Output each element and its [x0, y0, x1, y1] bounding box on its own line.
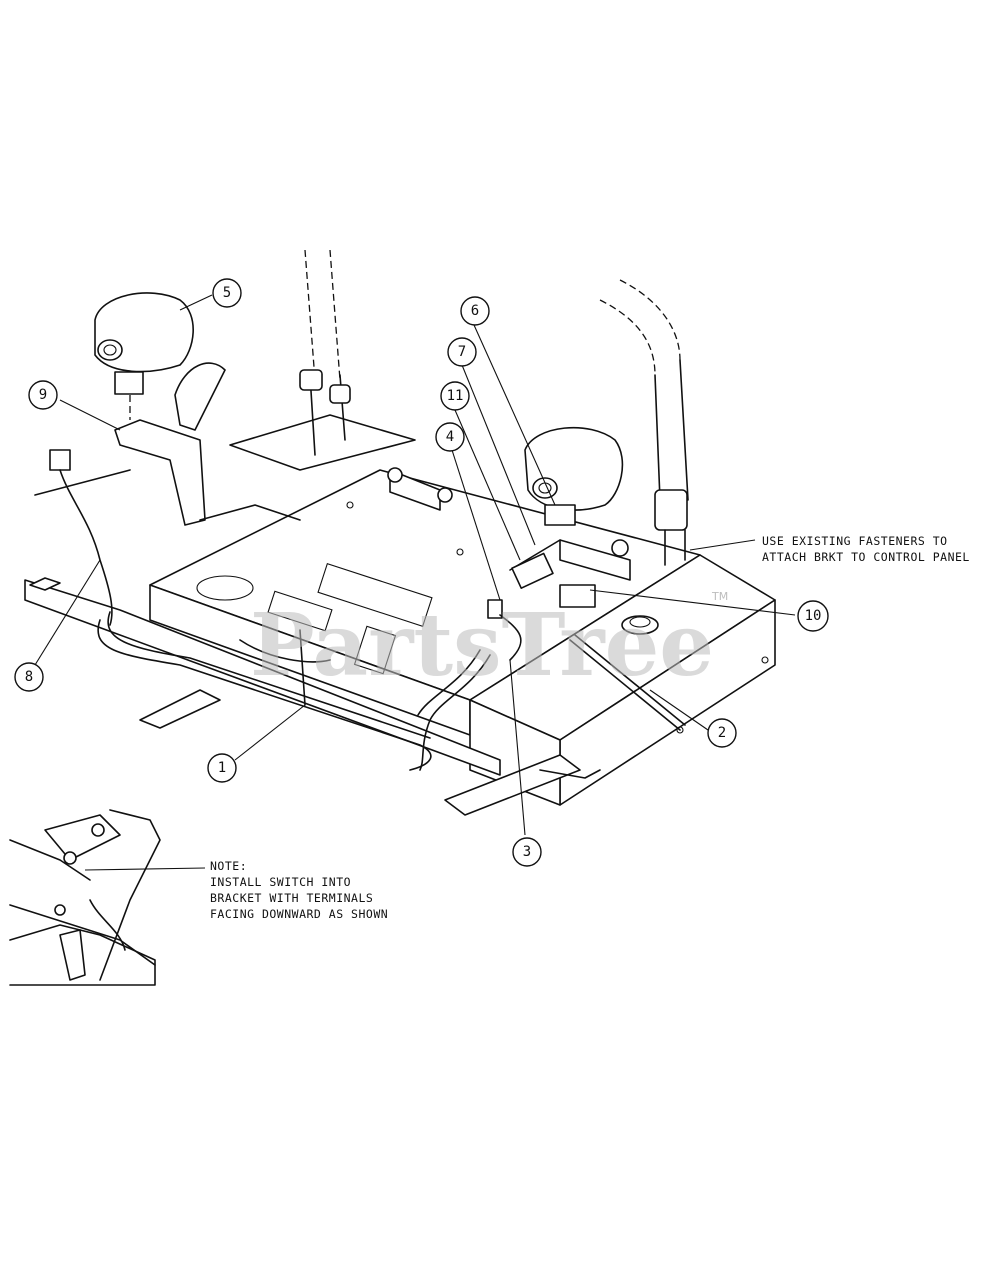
right-light-drawing — [524, 426, 624, 526]
watermark-trademark: TM — [711, 590, 728, 603]
fastener-note-line-2: ATTACH BRKT TO CONTROL PANEL — [762, 550, 970, 564]
callout-7-label: 7 — [458, 344, 466, 360]
harness-drawing — [34, 449, 686, 771]
callout-8[interactable]: 8 — [14, 662, 44, 692]
callout-5[interactable]: 5 — [212, 278, 242, 308]
leader-lines — [34, 294, 796, 871]
switch-note-line-1: NOTE: — [210, 859, 247, 873]
switch-note: NOTE: INSTALL SWITCH INTO BRACKET WITH T… — [210, 859, 388, 921]
switch-detail-inset — [9, 809, 161, 986]
watermark-text: PartsTree — [250, 595, 714, 696]
callout-3[interactable]: 3 — [512, 837, 542, 867]
left-light-drawing — [94, 292, 301, 526]
callout-8-label: 8 — [25, 669, 33, 685]
switch-note-line-3: BRACKET WITH TERMINALS — [210, 891, 373, 905]
callout-10-label: 10 — [805, 608, 822, 624]
callout-7[interactable]: 7 — [447, 337, 477, 367]
callout-10[interactable]: 10 — [797, 600, 829, 632]
callout-5-label: 5 — [223, 285, 231, 301]
callout-9[interactable]: 9 — [28, 380, 58, 410]
fastener-note: USE EXISTING FASTENERS TO ATTACH BRKT TO… — [762, 534, 970, 564]
callout-11[interactable]: 11 — [440, 381, 470, 411]
callout-3-label: 3 — [523, 844, 531, 860]
switch-note-line-4: FACING DOWNWARD AS SHOWN — [210, 907, 388, 921]
rops-drawing — [299, 249, 689, 581]
callout-6[interactable]: 6 — [460, 296, 490, 326]
callout-1[interactable]: 1 — [207, 753, 237, 783]
fastener-note-line-1: USE EXISTING FASTENERS TO — [762, 534, 948, 548]
callout-1-label: 1 — [218, 760, 226, 776]
callout-6-label: 6 — [471, 303, 479, 319]
callout-4[interactable]: 4 — [435, 422, 465, 452]
switch-note-line-2: INSTALL SWITCH INTO — [210, 875, 351, 889]
callout-11-label: 11 — [447, 388, 464, 404]
watermark: PartsTree TM — [250, 590, 728, 696]
callout-4-label: 4 — [446, 429, 454, 445]
callout-9-label: 9 — [39, 387, 47, 403]
callout-2-label: 2 — [718, 725, 726, 741]
callout-2[interactable]: 2 — [707, 718, 737, 748]
